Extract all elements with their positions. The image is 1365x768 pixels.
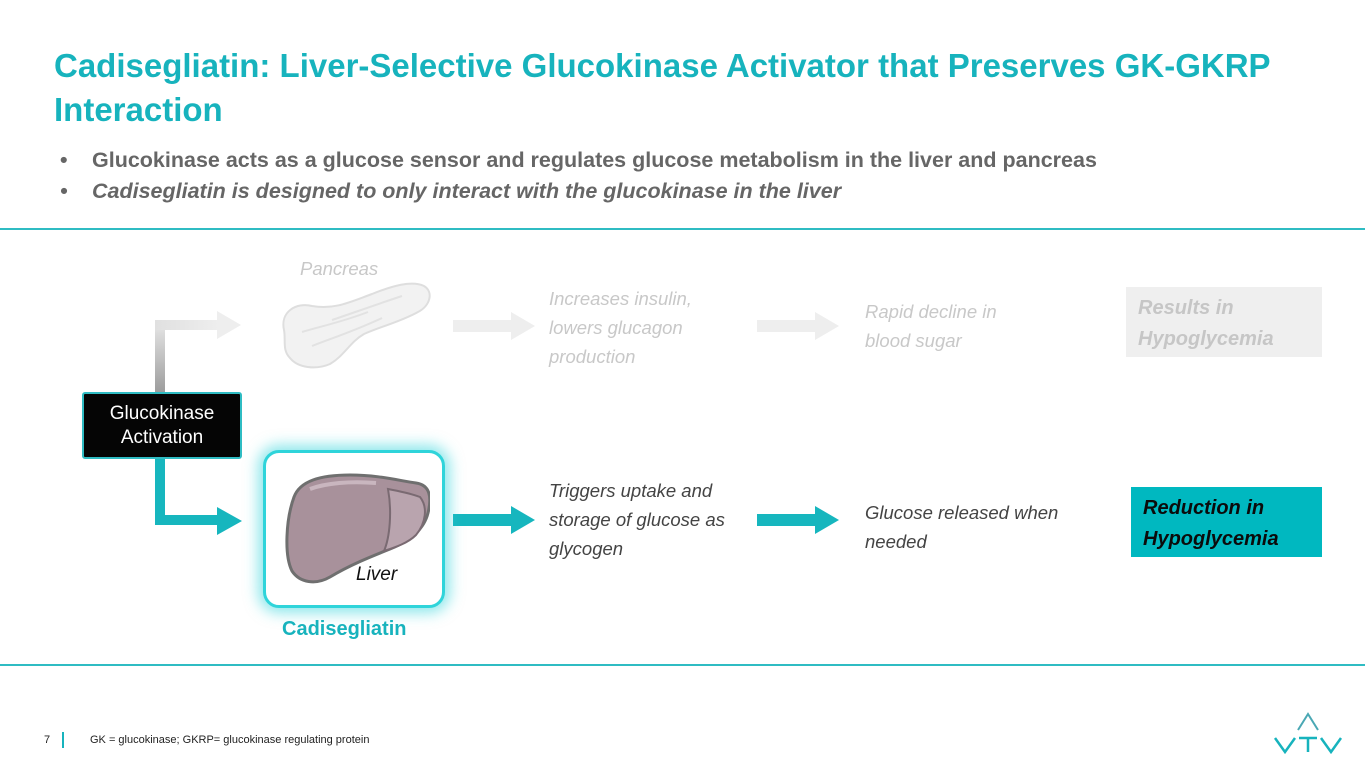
lower-branch-arrow xyxy=(155,458,242,535)
bullet-list: • Glucokinase acts as a glucose sensor a… xyxy=(60,145,1340,207)
arrow-right-icon xyxy=(453,506,535,534)
bullet-text: Glucokinase acts as a glucose sensor and… xyxy=(92,148,1097,172)
arrow-right-icon xyxy=(453,312,535,340)
liver-icon xyxy=(285,473,430,584)
liver-label: Liver xyxy=(356,564,398,585)
bottom-divider xyxy=(0,664,1365,666)
mechanism-diagram: Glucokinase Activation Pancreas Increase… xyxy=(0,230,1365,664)
bullet-dot: • xyxy=(60,148,68,172)
bullet-item: • Glucokinase acts as a glucose sensor a… xyxy=(60,145,1340,176)
bullet-text: Cadisegliatin is designed to only intera… xyxy=(92,179,842,203)
slide-title: Cadisegliatin: Liver-Selective Glucokina… xyxy=(54,47,1270,128)
glucokinase-activation-box: Glucokinase Activation xyxy=(82,392,242,459)
bullet-dot: • xyxy=(60,179,68,203)
cadisegliatin-label: Cadisegliatin xyxy=(282,618,407,640)
liver-step1-text: Triggers uptake and storage of glucose a… xyxy=(549,480,725,559)
footer-separator xyxy=(62,732,64,748)
hypoglycemia-result-box: Results in Hypoglycemia xyxy=(1126,287,1322,357)
pancreas-label: Pancreas xyxy=(300,258,379,279)
upper-branch-arrow xyxy=(155,311,241,394)
arrow-right-icon xyxy=(757,312,839,340)
bullet-item: • Cadisegliatin is designed to only inte… xyxy=(60,176,1340,207)
page-number: 7 xyxy=(44,734,51,746)
top-divider xyxy=(0,228,1365,230)
footnote: GK = glucokinase; GKRP= glucokinase regu… xyxy=(90,734,370,746)
pancreas-step2-text: Rapid decline in blood sugar xyxy=(865,301,997,351)
arrow-right-icon xyxy=(757,506,839,534)
vtv-logo xyxy=(1273,712,1343,754)
liver-step2-text: Glucose released when needed xyxy=(865,502,1059,552)
flow-arrows xyxy=(155,311,839,535)
reduction-result-box: Reduction in Hypoglycemia xyxy=(1131,487,1322,557)
pancreas-icon xyxy=(282,282,431,369)
liver-card: Liver xyxy=(263,450,445,608)
pancreas-step1-text: Increases insulin, lowers glucagon produ… xyxy=(549,288,692,367)
